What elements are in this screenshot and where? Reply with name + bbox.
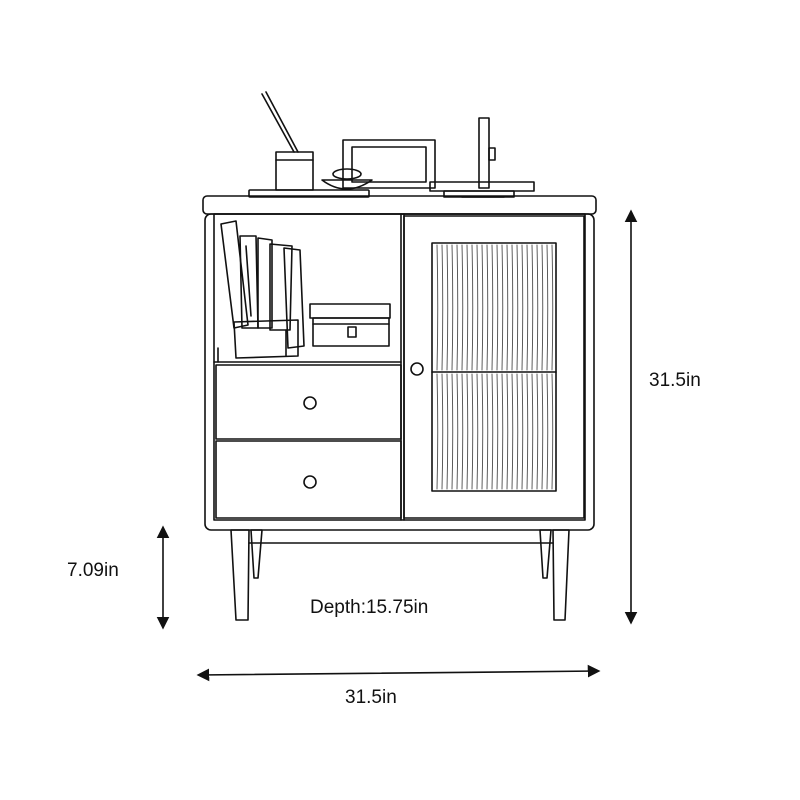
door-knob: [410, 362, 424, 376]
pen-cup: [275, 151, 314, 191]
glass-flute: [466, 244, 469, 371]
glass-flute: [451, 244, 454, 371]
glass-flute: [516, 373, 519, 490]
glass-flute: [486, 244, 489, 371]
glass-flute: [511, 244, 514, 371]
glass-flute: [521, 244, 524, 371]
books: [220, 220, 305, 359]
glass-flute: [471, 373, 474, 490]
width-label: 31.5in: [345, 687, 397, 708]
legs: [230, 529, 570, 621]
glass-flute: [551, 244, 554, 371]
glass-flute: [486, 373, 489, 490]
glass-flute: [541, 373, 544, 490]
top-decor: [248, 91, 535, 198]
glass-flute: [496, 244, 499, 371]
glass-flute: [531, 244, 534, 371]
glass-flute: [551, 373, 554, 490]
width-arrow: [196, 664, 601, 682]
glass-flute: [436, 373, 439, 490]
glass-flute: [521, 373, 524, 490]
glass-flute: [491, 244, 494, 371]
glass-flute: [526, 373, 529, 490]
glass-flute: [466, 373, 469, 490]
glass-flute: [506, 373, 509, 490]
storage-box: [309, 303, 391, 347]
open-shelf: [213, 220, 402, 363]
glass-flute: [546, 244, 549, 371]
pen: [261, 93, 295, 153]
picture-frame: [342, 139, 436, 189]
glass-flute: [451, 373, 454, 490]
glass-flute: [476, 244, 479, 371]
cabinet-inner-frame: [213, 213, 586, 521]
glass-flute: [511, 373, 514, 490]
desk-lamp: [429, 117, 535, 198]
glass-flute: [546, 373, 549, 490]
glass-flute: [446, 373, 449, 490]
glass-flute: [481, 373, 484, 490]
glass-flute: [491, 373, 494, 490]
glass-flute: [476, 373, 479, 490]
drawer-top: [215, 364, 402, 440]
glass-flute: [441, 244, 444, 371]
glass-flute: [506, 244, 509, 371]
glass-flute: [501, 244, 504, 371]
glass-flute: [481, 244, 484, 371]
glass-flute: [446, 244, 449, 371]
glass-flute: [516, 244, 519, 371]
depth-label: Depth:15.75in: [310, 597, 429, 618]
glass-flute: [436, 244, 439, 371]
glass-door: [403, 215, 585, 519]
drawer-knob: [303, 475, 317, 489]
glass-flute: [471, 244, 474, 371]
bowl: [321, 179, 373, 190]
glass-flute: [541, 244, 544, 371]
glass-flute: [441, 373, 444, 490]
cabinet-top: [202, 195, 597, 215]
glass-flute: [461, 373, 464, 490]
glass-flute: [536, 244, 539, 371]
glass-flute: [536, 373, 539, 490]
glass-flute: [456, 373, 459, 490]
glass-flute: [531, 373, 534, 490]
drawer-bottom: [215, 440, 402, 519]
glass-flute: [461, 244, 464, 371]
glass-flute: [496, 373, 499, 490]
height-label: 31.5in: [649, 370, 701, 391]
glass-flute: [526, 244, 529, 371]
glass-flute: [456, 244, 459, 371]
glass-flute: [501, 373, 504, 490]
leg-height-label: 7.09in: [67, 560, 119, 581]
drawer-knob: [303, 396, 317, 410]
